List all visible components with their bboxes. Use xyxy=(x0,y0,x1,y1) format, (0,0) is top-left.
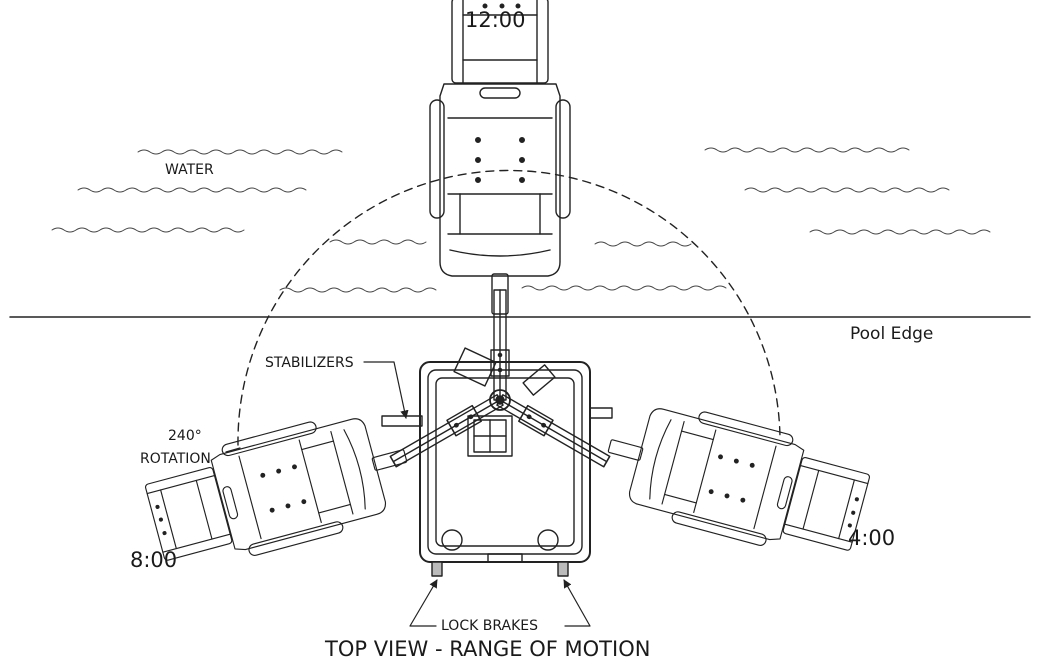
pool-edge-label: Pool Edge xyxy=(850,324,934,344)
water-label: WATER xyxy=(165,162,214,178)
diagram-caption: TOP VIEW - RANGE OF MOTION xyxy=(325,637,651,661)
lock-brakes-label: LOCK BRAKES xyxy=(441,618,538,634)
rotation-degrees-label: 240° xyxy=(168,428,202,444)
lift-base xyxy=(381,347,613,577)
label-8-oclock: 8:00 xyxy=(130,548,178,572)
label-12-oclock: 12:00 xyxy=(465,8,526,32)
stabilizers-label: STABILIZERS xyxy=(265,355,354,371)
rotation-label: ROTATION xyxy=(140,451,211,467)
rotation-callout xyxy=(225,447,241,453)
water-waves xyxy=(51,147,991,293)
chair-4 xyxy=(594,389,876,569)
stabilizers-callout xyxy=(363,361,409,419)
rotation-arc xyxy=(237,169,781,446)
chair-12 xyxy=(429,0,571,315)
lock-brakes-callout xyxy=(409,579,591,627)
label-4-oclock: 4:00 xyxy=(848,526,896,550)
